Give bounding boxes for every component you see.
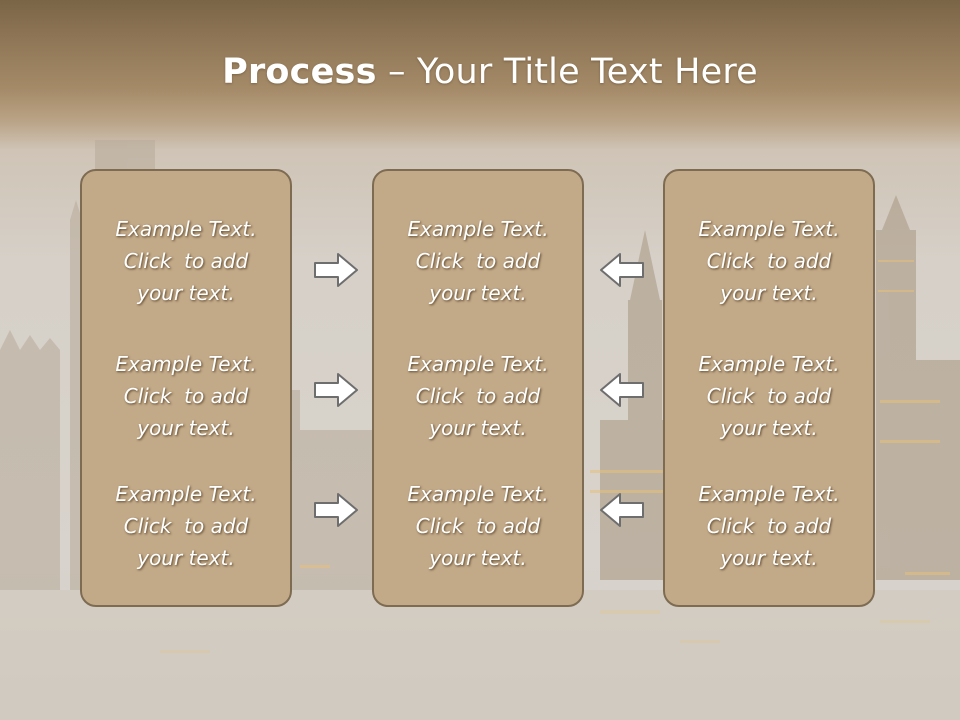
slide-title[interactable]: Process – Your Title Text Here — [0, 52, 960, 92]
text-block[interactable]: Example Text. Click to add your text. — [82, 213, 290, 309]
text-line: your text. — [429, 281, 527, 305]
text-line: Click to add — [123, 249, 249, 273]
text-line: Click to add — [415, 514, 541, 538]
text-block[interactable]: Example Text. Click to add your text. — [665, 213, 873, 309]
text-block[interactable]: Example Text. Click to add your text. — [665, 348, 873, 444]
text-line: Click to add — [706, 384, 832, 408]
text-line: your text. — [429, 416, 527, 440]
text-line: your text. — [720, 546, 818, 570]
arrow-right-icon[interactable] — [312, 491, 360, 529]
text-line: your text. — [720, 281, 818, 305]
arrow-right-icon[interactable] — [312, 251, 360, 289]
title-bold-text: Process — [222, 52, 377, 92]
text-line: Example Text. — [698, 352, 840, 376]
text-block[interactable]: Example Text. Click to add your text. — [82, 348, 290, 444]
arrow-left-icon[interactable] — [598, 491, 646, 529]
text-line: Click to add — [123, 384, 249, 408]
arrow-left-icon[interactable] — [598, 371, 646, 409]
text-block[interactable]: Example Text. Click to add your text. — [82, 478, 290, 574]
text-line: your text. — [137, 416, 235, 440]
text-line: Click to add — [123, 514, 249, 538]
process-panel-center[interactable]: Example Text. Click to add your text. Ex… — [372, 169, 584, 607]
text-block[interactable]: Example Text. Click to add your text. — [665, 478, 873, 574]
text-line: Example Text. — [115, 352, 257, 376]
text-block[interactable]: Example Text. Click to add your text. — [374, 478, 582, 574]
text-line: your text. — [137, 281, 235, 305]
text-block[interactable]: Example Text. Click to add your text. — [374, 213, 582, 309]
text-line: your text. — [429, 546, 527, 570]
text-line: Click to add — [415, 384, 541, 408]
process-panel-right[interactable]: Example Text. Click to add your text. Ex… — [663, 169, 875, 607]
text-block[interactable]: Example Text. Click to add your text. — [374, 348, 582, 444]
text-line: Example Text. — [115, 217, 257, 241]
text-line: Click to add — [706, 249, 832, 273]
text-line: Example Text. — [698, 217, 840, 241]
process-panel-left[interactable]: Example Text. Click to add your text. Ex… — [80, 169, 292, 607]
text-line: your text. — [137, 546, 235, 570]
text-line: your text. — [720, 416, 818, 440]
text-line: Example Text. — [115, 482, 257, 506]
arrow-left-icon[interactable] — [598, 251, 646, 289]
text-line: Example Text. — [407, 482, 549, 506]
text-line: Example Text. — [698, 482, 840, 506]
title-rest-text: – Your Title Text Here — [376, 52, 758, 92]
text-line: Example Text. — [407, 352, 549, 376]
text-line: Example Text. — [407, 217, 549, 241]
arrow-right-icon[interactable] — [312, 371, 360, 409]
text-line: Click to add — [706, 514, 832, 538]
text-line: Click to add — [415, 249, 541, 273]
